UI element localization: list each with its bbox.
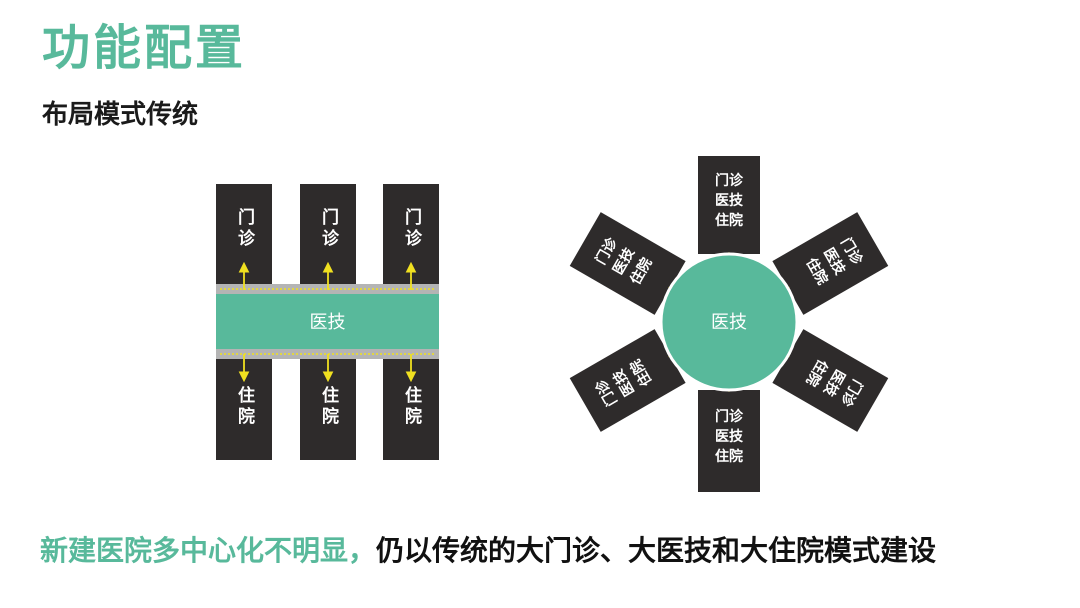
inpatient-label-1: 住院 <box>234 385 255 428</box>
medtech-hub <box>659 252 799 392</box>
outpatient-label-3: 门诊 <box>401 207 422 250</box>
inpatient-label-3: 住院 <box>401 385 422 428</box>
footer-rest: 仍以传统的大门诊、大医技和大住院模式建设 <box>376 534 937 567</box>
spoke-block <box>698 156 760 254</box>
spoke-top-left: 门诊 医技 住院 <box>569 212 686 315</box>
spoke-bottom-left: 门诊 医技 住院 <box>569 329 686 432</box>
spoke-block <box>569 329 686 432</box>
spoke-block <box>698 390 760 492</box>
spoke-label-3: 住院 <box>715 448 743 465</box>
spoke-block <box>772 329 889 432</box>
page-title: 功能配置 <box>42 20 247 76</box>
spoke-top: 门诊 医技 住院 <box>698 156 760 266</box>
inpatient-label-2: 住院 <box>318 385 339 428</box>
footer-highlight: 新建医院多中心化不明显， <box>40 534 377 567</box>
traditional-layout-diagram: 医技 门诊 门诊 门诊 住院 住院 住院 <box>216 184 439 460</box>
spoke-label-2: 医技 <box>715 192 744 209</box>
spoke-block <box>569 212 686 315</box>
outpatient-label-2: 门诊 <box>318 207 339 250</box>
outpatient-label-1: 门诊 <box>234 207 255 250</box>
spoke-label-2: 医技 <box>715 428 744 445</box>
spoke-bottom-right: 门诊 医技 住院 <box>772 329 889 432</box>
footer-statement: 新建医院多中心化不明显，仍以传统的大门诊、大医技和大住院模式建设 <box>40 534 1060 568</box>
spoke-block <box>772 212 889 315</box>
spoke-top-right: 门诊 医技 住院 <box>772 212 889 315</box>
spoke-bottom: 门诊 医技 住院 <box>698 378 760 492</box>
spoke-label-3: 住院 <box>715 212 743 229</box>
spoke-label-1: 门诊 <box>715 172 744 189</box>
spoke-label-1: 门诊 <box>715 408 744 425</box>
medtech-hub-label: 医技 <box>711 312 747 333</box>
radial-layout-diagram: 门诊 医技 住院 门诊 医技 住院 门诊 医技 住院 门诊 医技 住院 <box>569 156 889 492</box>
medtech-band-label: 医技 <box>310 312 346 333</box>
section-subtitle: 布局模式传统 <box>42 100 199 130</box>
medtech-band <box>216 294 439 349</box>
